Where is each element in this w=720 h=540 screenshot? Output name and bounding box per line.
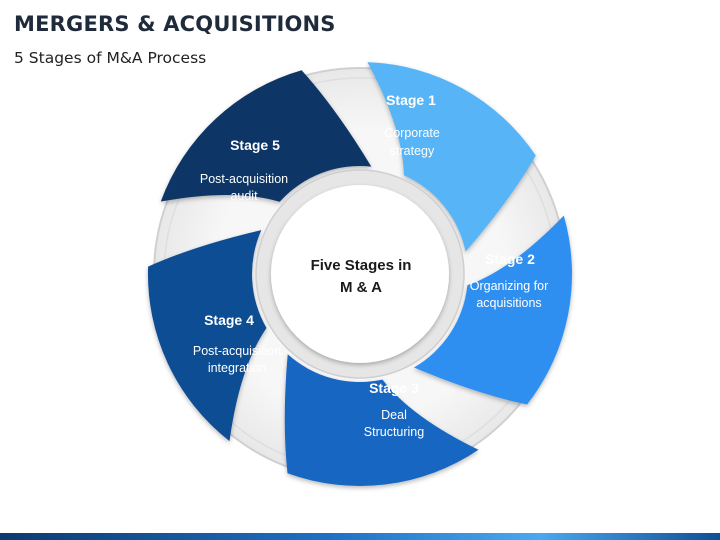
stage-2: Stage 2 Organizing for acquisitions	[470, 251, 549, 310]
stage-4-desc-line2: integration	[208, 361, 266, 375]
center-label-line2: M & A	[340, 279, 382, 296]
stage-5-title: Stage 5	[230, 137, 280, 153]
stage-1-title: Stage 1	[386, 92, 436, 108]
center-label-line1: Five Stages in	[311, 257, 412, 274]
stage-3-desc-line1: Deal	[381, 408, 407, 422]
stage-4-desc-line1: Post-acquisition	[193, 344, 281, 358]
stage-1-desc-line2: strategy	[390, 144, 435, 158]
stage-5-segment	[160, 70, 372, 202]
stage-3: Stage 3 Deal Structuring	[364, 380, 424, 439]
stage-3-segment	[284, 354, 479, 486]
stage-1-segment	[367, 62, 536, 252]
stage-2-segment	[414, 215, 573, 405]
stage-3-title: Stage 3	[369, 380, 419, 396]
page-subtitle: 5 Stages of M&A Process	[14, 49, 207, 67]
stage-4-title: Stage 4	[204, 312, 254, 328]
page-title: MERGERS & ACQUISITIONS	[14, 12, 336, 36]
stage-1: Stage 1 Corporate strategy	[384, 92, 440, 158]
stage-2-desc-line1: Organizing for	[470, 279, 549, 293]
stage-4-segment	[147, 230, 267, 442]
stage-4: Stage 4 Post-acquisition integration	[193, 312, 281, 375]
stage-5-desc-line1: Post-acquisition	[200, 172, 288, 186]
stage-5: Stage 5 Post-acquisition audit	[200, 137, 288, 203]
stage-2-desc-line2: acquisitions	[476, 296, 541, 310]
bottom-accent-bar	[0, 533, 720, 540]
stage-3-desc-line2: Structuring	[364, 425, 424, 439]
stage-1-desc-line1: Corporate	[384, 126, 440, 140]
center-disc	[271, 185, 449, 363]
stage-2-title: Stage 2	[485, 251, 535, 267]
stage-5-desc-line2: audit	[230, 189, 258, 203]
